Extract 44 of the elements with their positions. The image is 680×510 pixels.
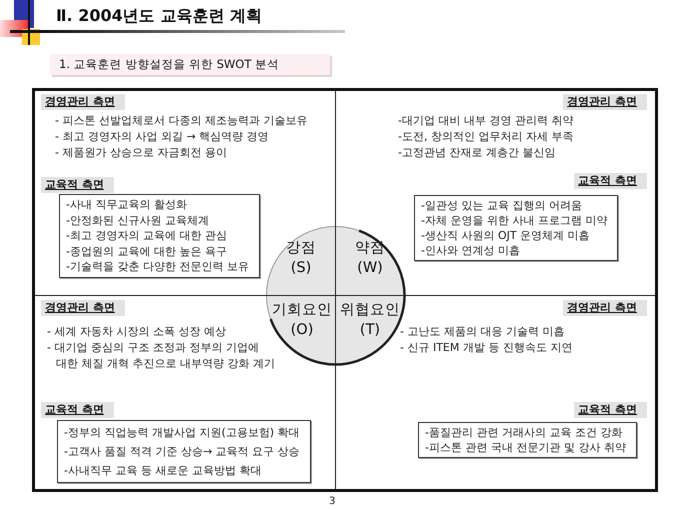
quadrant-label: 강점 (S) bbox=[286, 239, 316, 278]
subtitle-banner: 1. 교육훈련 방향설정을 위한 SWOT 분석 bbox=[50, 54, 330, 75]
list-panel bbox=[57, 420, 311, 483]
list-item: -종업원의 교육에 대한 높은 욕구 bbox=[66, 244, 227, 259]
list-panel bbox=[59, 194, 260, 278]
list-item: -사내직무 교육 등 새로운 교육방법 확대 bbox=[64, 463, 262, 479]
section-heading: 경영관리 측면 bbox=[41, 300, 125, 316]
list-item: -품질관리 관련 거래사의 교육 조건 강화 bbox=[425, 425, 622, 440]
bullet-text: - 제품원가 상승으로 자금회전 용이 bbox=[55, 145, 227, 161]
bullet-text: -고정관념 잔재로 계층간 불신임 bbox=[398, 145, 556, 161]
bullet-text: - 최고 경영자의 사업 외길 → 핵심역량 경영 bbox=[55, 129, 269, 145]
bullet-text: - 대기업 중심의 구조 조정과 정부의 기업에 대한 체질 개혁 추진으로 내부역량 강화 계기 bbox=[47, 340, 275, 372]
list-item: -고객사 품질 적격 기준 상승→ 교육적 요구 상승 bbox=[64, 444, 300, 460]
bullet-text: - 세계 자동차 시장의 소폭 성장 예상 bbox=[47, 324, 226, 340]
page-title: Ⅱ. 2004년도 교육훈련 계획 bbox=[56, 6, 262, 27]
list-item: -자체 운영을 위한 사내 프로그램 미약 bbox=[421, 213, 608, 228]
bullet-text: - 고난도 제품의 대응 기술력 미흡 bbox=[400, 324, 564, 340]
list-item: -최고 경영자의 교육에 대한 관심 bbox=[66, 228, 227, 244]
bullet-text: -대기업 대비 내부 경영 관리력 취약 bbox=[398, 113, 574, 129]
section-heading: 경영관리 측면 bbox=[563, 94, 647, 110]
bullet-text: -도전, 창의적인 업무처리 자세 부족 bbox=[398, 129, 574, 145]
list-item: -생산직 사원의 OJT 운영체계 미흡 bbox=[421, 228, 590, 243]
list-panel bbox=[418, 422, 637, 458]
table-frame bbox=[32, 88, 658, 492]
list-item: -안정화된 신규사원 교육체계 bbox=[66, 212, 209, 228]
bullet-text: - 피스톤 선발업체로서 다종의 제조능력과 기술보유 bbox=[55, 113, 308, 129]
section-heading: 교육적 측면 bbox=[574, 402, 647, 418]
list-item: -사내 직무교육의 활성화 bbox=[66, 197, 187, 212]
list-item: -일관성 있는 교육 집행의 어려움 bbox=[421, 198, 582, 213]
bullet-text: - 신규 ITEM 개발 등 진행속도 지연 bbox=[400, 340, 572, 356]
section-heading: 교육적 측면 bbox=[41, 177, 114, 193]
list-item: -정부의 직업능력 개발사업 지원(고용보험) 확대 bbox=[64, 425, 300, 441]
section-heading: 교육적 측면 bbox=[574, 173, 647, 189]
list-item: -인사와 연계성 미흡 bbox=[421, 243, 520, 258]
quadrant-label: 기회요인 (O) bbox=[272, 301, 332, 340]
list-item: -기술력을 갖춘 다양한 전문인력 보유 bbox=[66, 259, 249, 274]
page-number: 3 bbox=[329, 496, 336, 507]
section-heading: 경영관리 측면 bbox=[41, 94, 125, 110]
list-item: -피스톤 관련 국내 전문기관 및 강사 취약 bbox=[425, 440, 626, 455]
quadrant-label: 약점 (W) bbox=[355, 239, 385, 278]
section-heading: 교육적 측면 bbox=[41, 402, 114, 418]
quadrant-label: 위협요인 (T) bbox=[340, 301, 400, 340]
list-panel bbox=[414, 195, 618, 261]
section-heading: 경영관리 측면 bbox=[563, 300, 647, 316]
